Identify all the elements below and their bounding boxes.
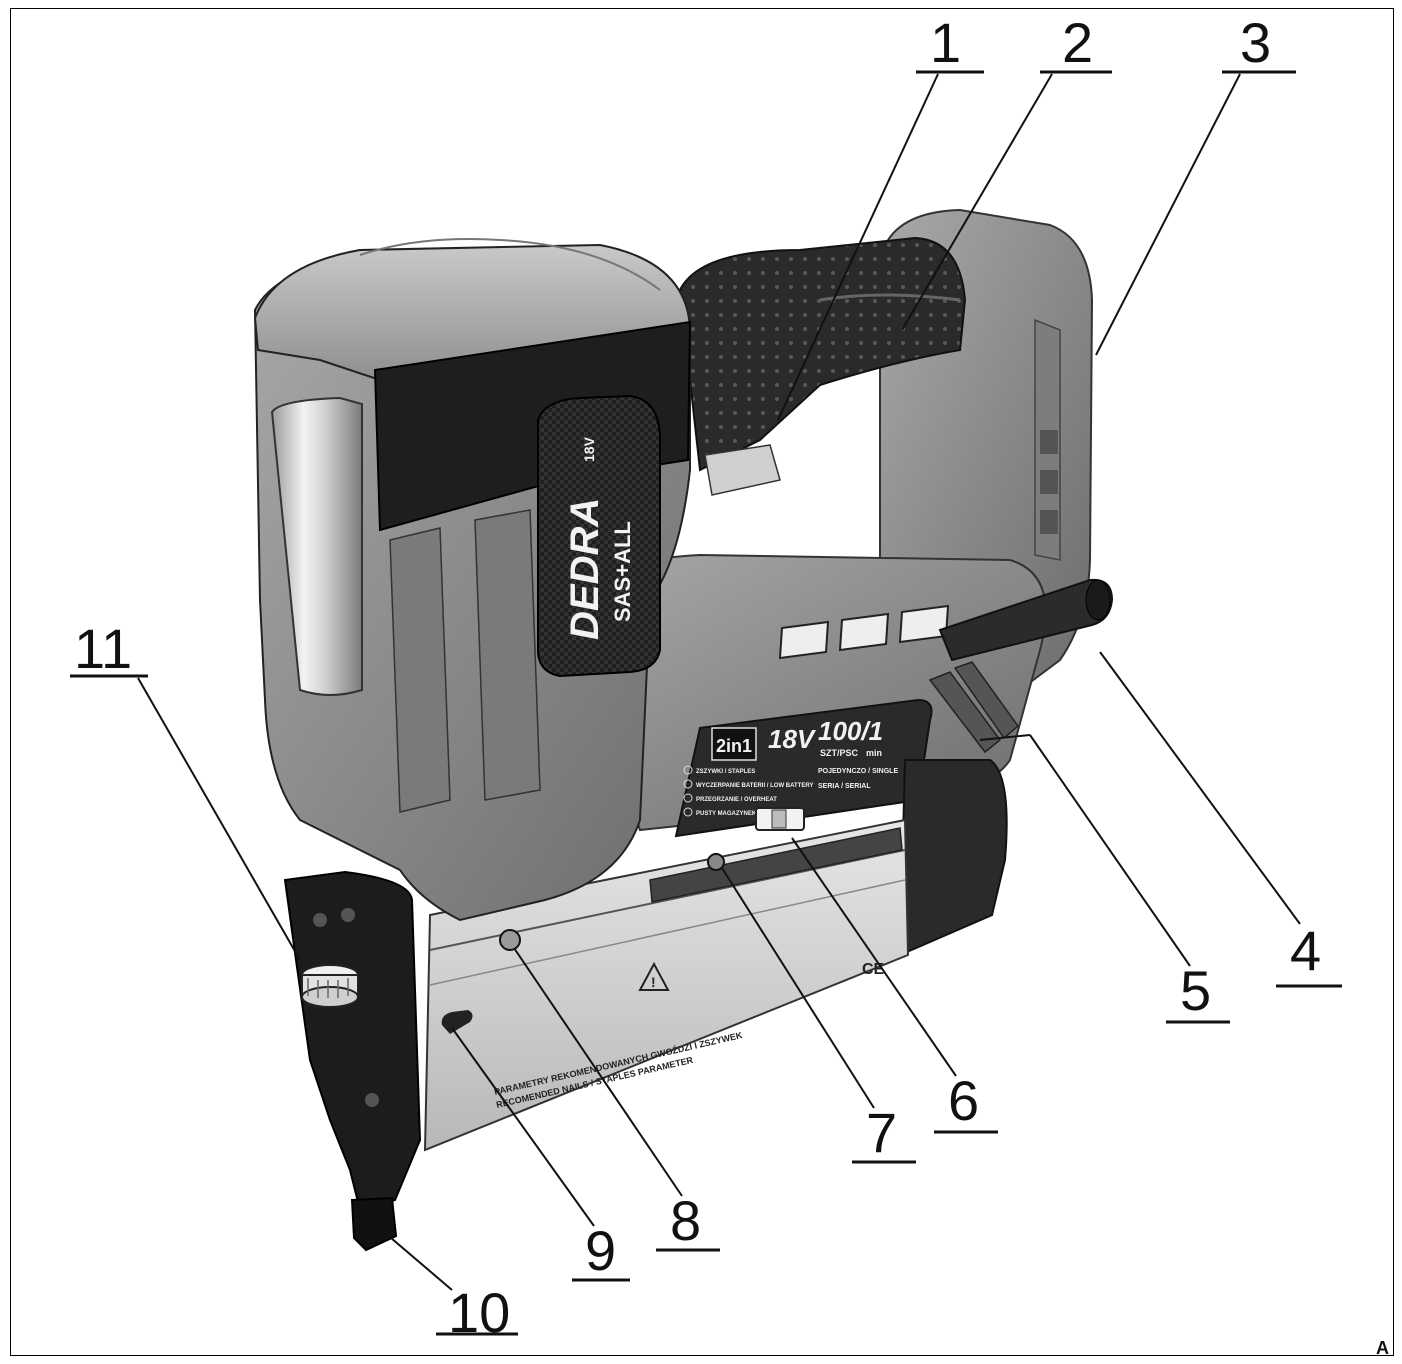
callout-number-5: 5: [1180, 959, 1211, 1022]
callout-7: 7: [721, 867, 916, 1164]
legend-item-4: PUSTY MAGAZYNEK / EMPTY: [696, 811, 782, 817]
legend-item-3: PRZEGRZANIE / OVERHEAT: [696, 797, 777, 803]
rating-voltage-text: 18V: [768, 724, 817, 754]
callout-number-6: 6: [948, 1069, 979, 1132]
magazine: [423, 818, 910, 1152]
mode-serial-text: SERIA / SERIAL: [818, 783, 871, 790]
ce-mark: CE: [862, 961, 885, 978]
callout-5: 5: [979, 734, 1230, 1024]
chrome-cylinder: [270, 396, 363, 696]
callout-9: 9: [451, 1027, 630, 1282]
safety-tip: [350, 1196, 398, 1252]
callout-number-1: 1: [930, 11, 961, 74]
rating-min-text: min: [866, 748, 882, 758]
magazine-screw: [707, 853, 725, 871]
rating-unit-text: SZT/PSC: [820, 748, 859, 758]
callouts: 1 2 3 4 5 6: [70, 11, 1342, 1344]
indicator-legend: ZSZYWKI / STAPLES WYCZERPANIE BATERII / …: [683, 765, 813, 817]
callout-2: 2: [901, 11, 1112, 331]
callout-3: 3: [1095, 11, 1296, 356]
depth-adjust-wheel: [301, 964, 359, 1008]
callout-number-11: 11: [74, 617, 132, 680]
mode-badge-text: 2in1: [716, 736, 752, 756]
rating-count-text: 100/1: [818, 716, 883, 746]
callout-number-7: 7: [866, 1101, 897, 1164]
legend-item-2: WYCZERPANIE BATERII / LOW BATTERY: [696, 783, 813, 789]
figure-letter: A: [1376, 1338, 1389, 1358]
jam-release-bolt: [499, 929, 521, 951]
trigger: [704, 444, 781, 496]
callout-6: 6: [791, 837, 998, 1134]
callout-number-8: 8: [670, 1189, 701, 1252]
callout-11: 11: [70, 617, 301, 961]
mode-single-text: POJEDYNCZO / SINGLE: [818, 768, 898, 775]
callout-number-2: 2: [1062, 11, 1093, 74]
brand-text: DEDRA: [563, 498, 607, 640]
callout-number-9: 9: [585, 1219, 616, 1282]
callout-8: 8: [513, 947, 720, 1252]
voltage-badge-text: 18V: [581, 436, 597, 462]
callout-1: 1: [777, 11, 984, 421]
legend-item-1: ZSZYWKI / STAPLES: [696, 769, 755, 775]
series-text: SAS+ALL: [610, 521, 635, 622]
callout-10: 10: [383, 1231, 518, 1344]
callout-number-4: 4: [1290, 919, 1321, 982]
brand-panel: [537, 394, 661, 678]
callout-4: 4: [1099, 651, 1342, 988]
nose-piece: [283, 870, 422, 1212]
svg-text:!: !: [651, 974, 656, 990]
magazine-rear-cap: [898, 759, 1008, 957]
callout-number-3: 3: [1240, 11, 1271, 74]
nailer-illustration: 2in1 18V 100/1 SZT/PSC min POJEDYNCZO / …: [253, 208, 1114, 1252]
figure-frame: [10, 8, 1394, 1356]
